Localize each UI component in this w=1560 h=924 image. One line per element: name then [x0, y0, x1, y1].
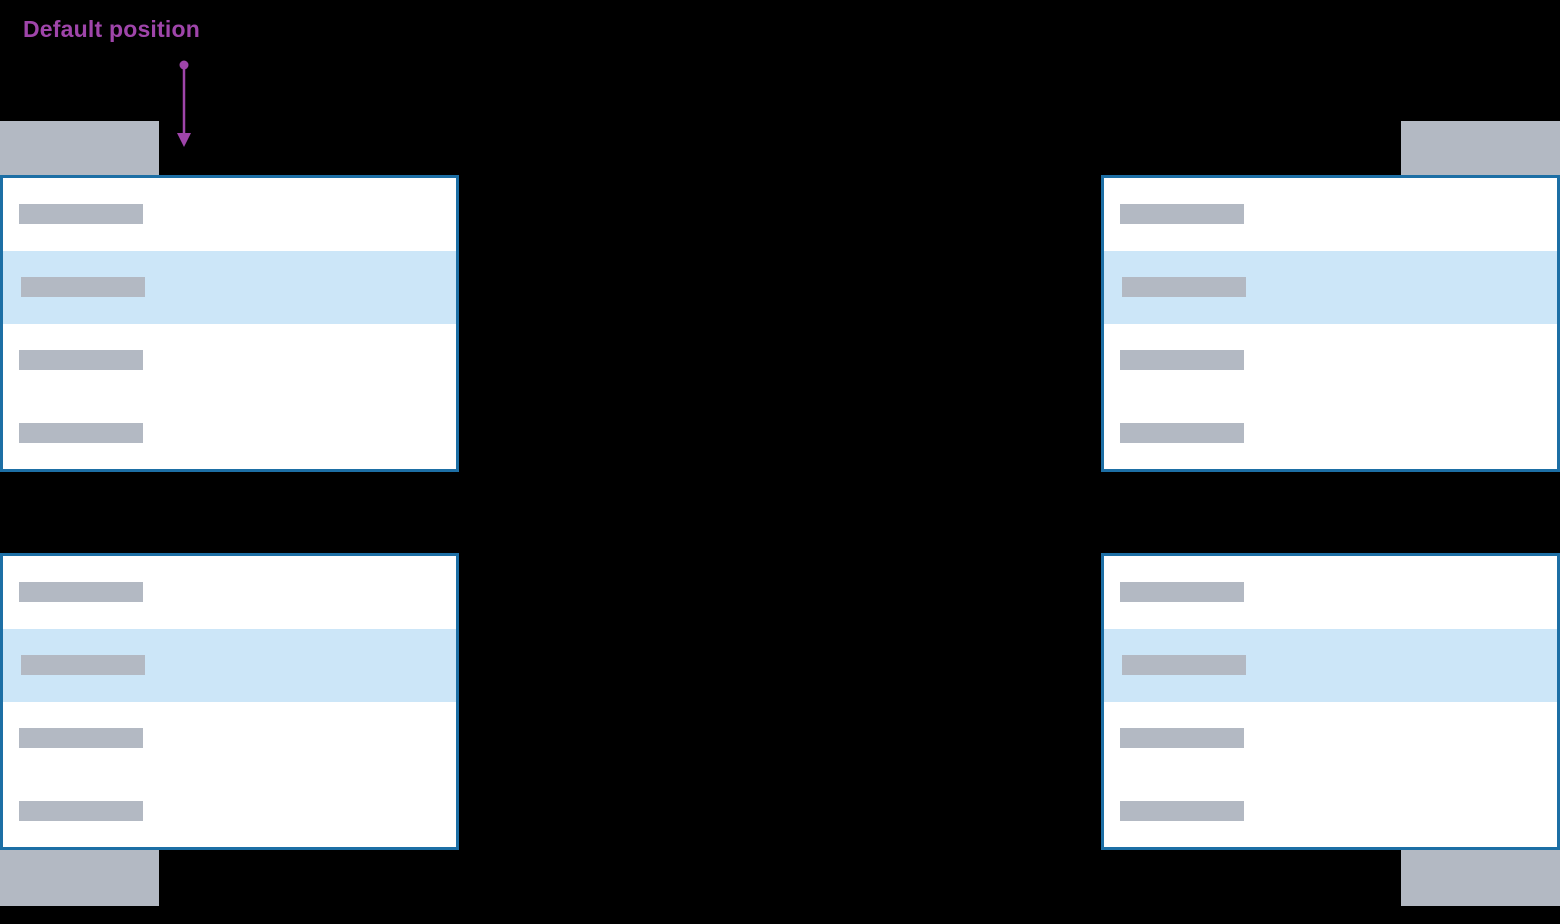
annotation-label: Default position — [23, 16, 200, 42]
placeholder-text-bar — [1120, 582, 1244, 603]
menu-item[interactable] — [1104, 702, 1557, 775]
menu-item[interactable] — [3, 178, 456, 251]
menu-item[interactable] — [3, 702, 456, 775]
dropdown-menu-bottom-right — [1101, 553, 1560, 850]
dropdown-trigger-bottom-left[interactable] — [0, 850, 159, 906]
placeholder-text-bar — [1120, 422, 1244, 443]
annotation-arrow-icon — [177, 60, 191, 147]
placeholder-text-bar — [19, 204, 143, 225]
menu-item[interactable] — [1104, 556, 1557, 629]
placeholder-text-bar — [19, 727, 143, 748]
dropdown-menu-top-right — [1101, 175, 1560, 472]
placeholder-text-bar — [21, 277, 145, 298]
placeholder-text-bar — [1120, 800, 1244, 821]
placeholder-text-bar — [19, 422, 143, 443]
dropdown-trigger-top-left[interactable] — [0, 121, 159, 175]
menu-item[interactable] — [3, 774, 456, 847]
menu-item[interactable] — [3, 396, 456, 469]
menu-item[interactable] — [1104, 178, 1557, 251]
dropdown-menu-top-left — [0, 175, 459, 472]
menu-item[interactable] — [1104, 396, 1557, 469]
menu-item[interactable] — [3, 556, 456, 629]
menu-item[interactable] — [3, 324, 456, 397]
placeholder-text-bar — [1120, 349, 1244, 370]
placeholder-text-bar — [1120, 727, 1244, 748]
dropdown-menu-bottom-left — [0, 553, 459, 850]
menu-item-selected[interactable] — [1104, 628, 1557, 702]
placeholder-text-bar — [1122, 655, 1246, 676]
menu-item[interactable] — [1104, 324, 1557, 397]
placeholder-text-bar — [19, 800, 143, 821]
menu-item-selected[interactable] — [3, 250, 456, 324]
menu-item[interactable] — [1104, 774, 1557, 847]
placeholder-text-bar — [1120, 204, 1244, 225]
menu-item-selected[interactable] — [3, 628, 456, 702]
menu-item-selected[interactable] — [1104, 250, 1557, 324]
dropdown-trigger-bottom-right[interactable] — [1401, 850, 1560, 906]
placeholder-text-bar — [21, 655, 145, 676]
dropdown-trigger-top-right[interactable] — [1401, 121, 1560, 175]
placeholder-text-bar — [1122, 277, 1246, 298]
placeholder-text-bar — [19, 582, 143, 603]
placeholder-text-bar — [19, 349, 143, 370]
